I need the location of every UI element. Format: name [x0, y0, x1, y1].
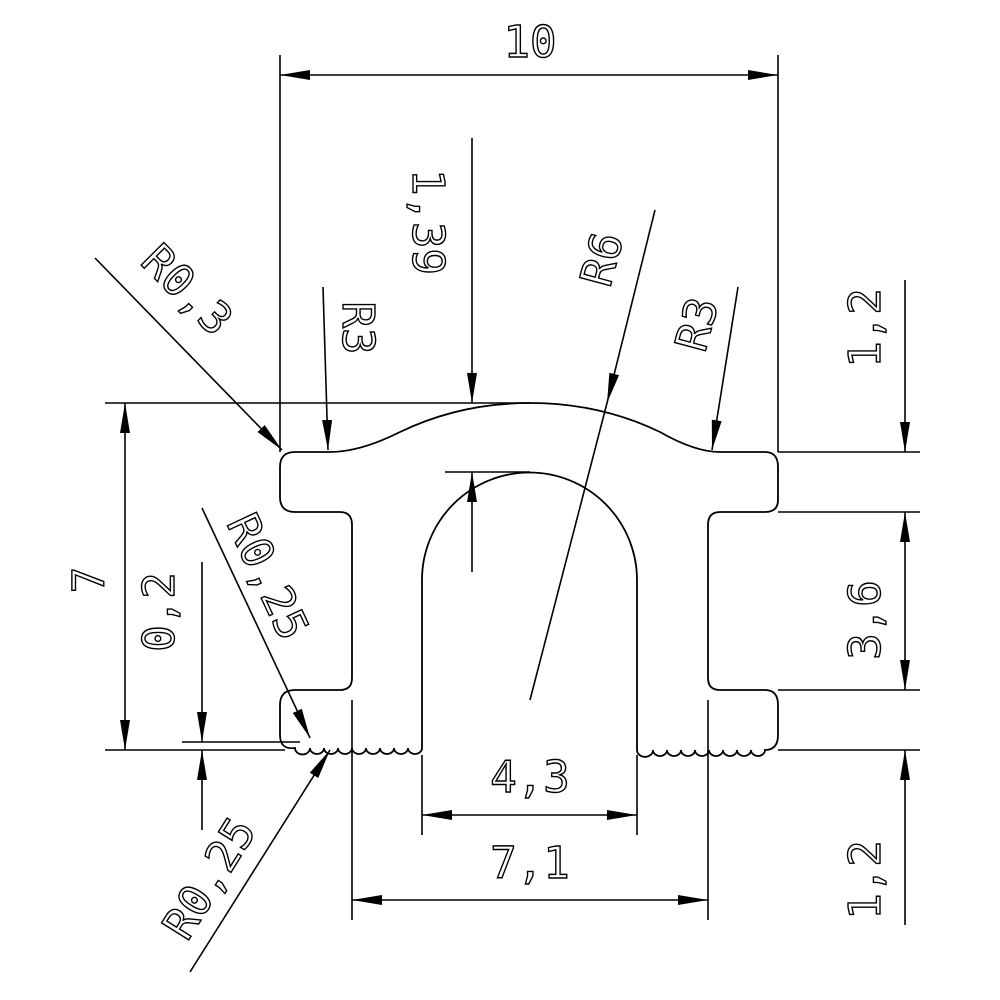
svg-text:3,6: 3,6	[840, 580, 891, 659]
svg-text:R0,3: R0,3	[131, 235, 242, 346]
dimension-crown-height: 1,39	[401, 138, 477, 572]
dimension-bottom-flange-thickness: 1,2	[839, 750, 910, 925]
dimension-overall-width: 10	[280, 16, 778, 80]
svg-text:R3: R3	[332, 302, 383, 355]
profile-outline	[279, 402, 779, 758]
dimension-right-transition-radius: R3	[665, 286, 739, 451]
extension-lines	[105, 55, 920, 920]
dimension-overall-height: 7	[63, 403, 130, 750]
dimension-slot-height: 3,6	[839, 512, 910, 690]
svg-text:1,39: 1,39	[402, 169, 453, 275]
dimension-gap-offset: 0,2	[133, 562, 207, 830]
dimension-upper-foot-radius: R0,25	[201, 505, 319, 739]
svg-text:4,3: 4,3	[490, 752, 569, 803]
svg-text:1,2: 1,2	[840, 288, 891, 367]
svg-text:R6: R6	[571, 227, 634, 291]
svg-text:7,1: 7,1	[490, 838, 569, 889]
dimension-top-flange-thickness: 1,2	[839, 280, 910, 452]
svg-text:10: 10	[504, 17, 557, 68]
svg-text:R3: R3	[666, 292, 729, 356]
dimension-stem-width: 7,1	[352, 837, 708, 905]
dimension-slot-width: 4,3	[422, 751, 637, 820]
dimension-left-transition-radius: R3	[322, 286, 384, 451]
svg-text:7: 7	[64, 567, 115, 594]
dimension-lower-foot-radius: R0,25	[152, 749, 331, 973]
svg-text:0,2: 0,2	[134, 572, 185, 651]
dimension-top-corner-radius: R0,3	[94, 234, 283, 451]
svg-text:1,2: 1,2	[840, 840, 891, 919]
svg-text:R0,25: R0,25	[216, 506, 318, 648]
